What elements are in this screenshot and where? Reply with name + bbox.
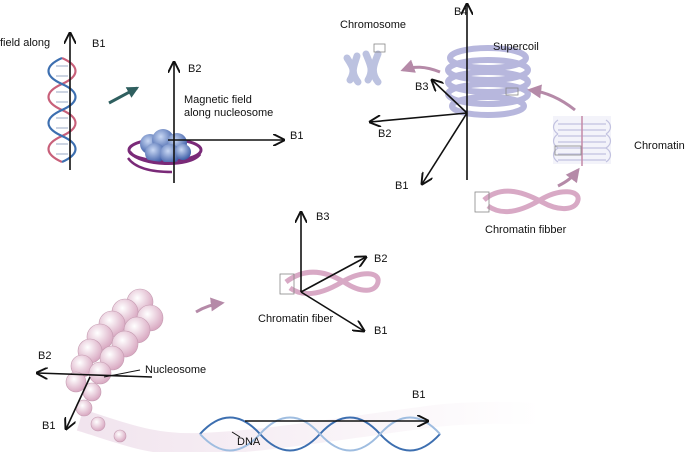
arrow-to-chromosome <box>400 59 441 74</box>
label-magnetic-field-2: along nucleosome <box>184 107 274 119</box>
label-b1-nucleosome: B1 <box>290 130 304 142</box>
label-nucleosome: Nucleosome <box>145 364 207 376</box>
nucleosome-cluster <box>65 288 164 443</box>
label-b2-fiber: B2 <box>374 253 388 265</box>
label-b4: B4 <box>454 6 468 18</box>
label-b1-fiber: B1 <box>374 325 388 337</box>
chromatin-fibber-shape <box>474 188 581 215</box>
chromatin-fiber-shape <box>279 269 381 297</box>
axis-b1-supercoil <box>422 112 468 184</box>
axis-b1-fiber <box>300 291 364 331</box>
dna-strand-bottom <box>76 401 541 452</box>
label-chromatin-fiber: Chromatin fiber <box>258 313 334 325</box>
label-b1-bottom-right: B1 <box>412 389 426 401</box>
teal-transition-arrow <box>108 86 140 105</box>
axis-b3-supercoil <box>432 80 468 114</box>
arrow-to-chromatin <box>557 167 580 188</box>
label-b1-supercoil: B1 <box>395 180 409 192</box>
label-b2-nucleosome: B2 <box>188 63 202 75</box>
arrow-to-supercoil <box>527 84 576 112</box>
label-chromatin: Chromatin <box>634 140 685 152</box>
label-b3-supercoil: B3 <box>415 81 429 93</box>
nucleosome-core <box>127 129 203 174</box>
label-field-along: field along <box>0 37 51 49</box>
label-b2-supercoil: B2 <box>378 128 392 140</box>
label-b2-bottom: B2 <box>38 350 52 362</box>
dna-pointer <box>231 431 241 438</box>
chromatin-loops <box>552 116 612 166</box>
dna-helix-top <box>47 56 77 164</box>
label-dna: DNA <box>237 436 261 448</box>
label-chromosome: Chromosome <box>340 19 407 31</box>
label-supercoil: Supercoil <box>493 41 539 53</box>
axis-b1-bottom-left <box>66 376 91 429</box>
axis-b2-bottom <box>37 373 153 377</box>
chromosome-shape <box>343 43 386 86</box>
label-magnetic-field-1: Magnetic field <box>184 94 252 106</box>
axis-b2-supercoil <box>370 112 468 122</box>
arrow-to-fiber <box>195 297 225 314</box>
axis-b2-fiber <box>300 257 366 293</box>
label-b3-fiber: B3 <box>316 211 330 223</box>
supercoil-shape <box>445 45 531 118</box>
label-b1-bottom-left: B1 <box>42 420 56 432</box>
label-b1-dna-top: B1 <box>92 38 106 50</box>
label-chromatin-fibber: Chromatin fibber <box>485 224 567 236</box>
